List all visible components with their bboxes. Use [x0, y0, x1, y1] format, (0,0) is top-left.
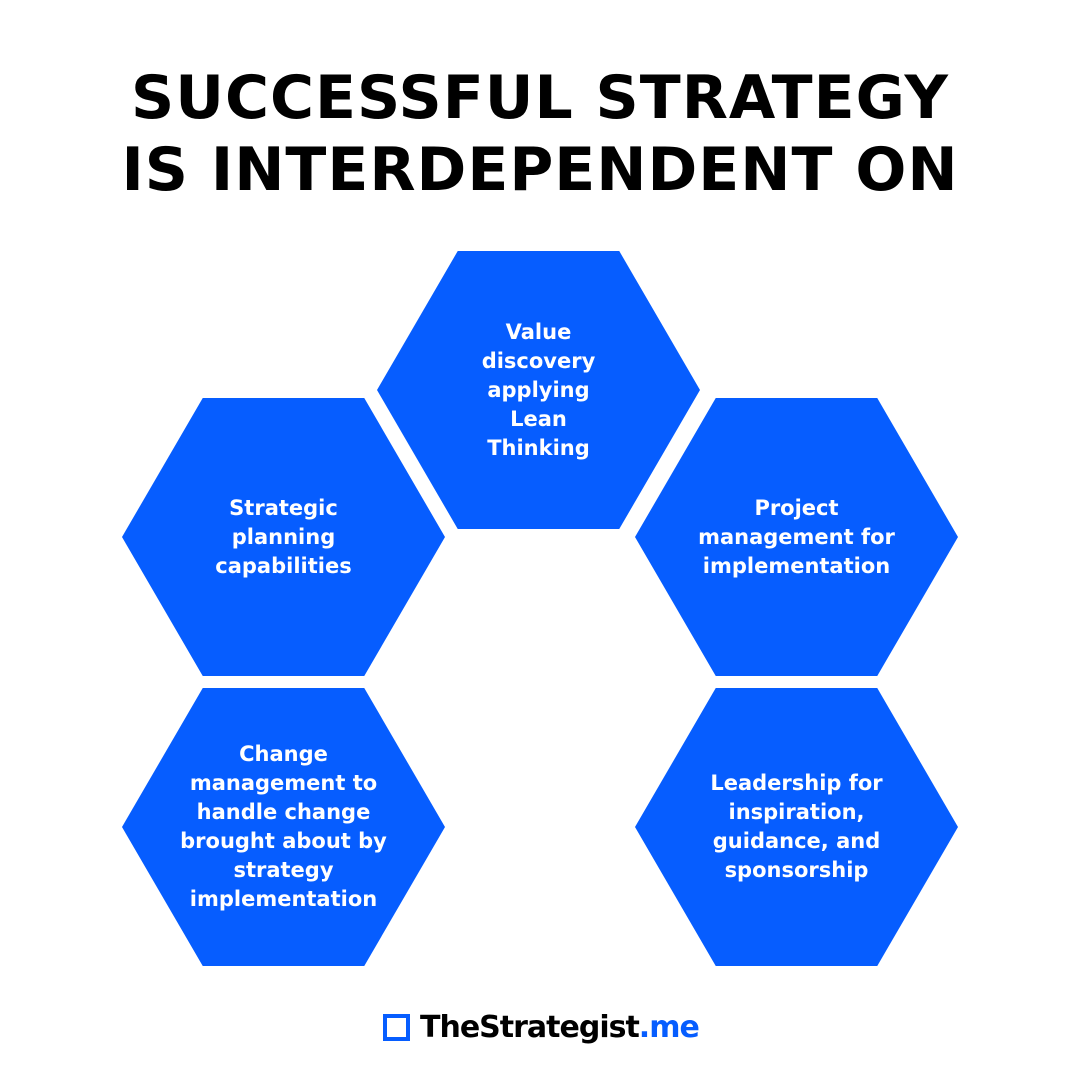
brand-logo: TheStrategist.me: [383, 1010, 700, 1045]
square-outline-icon: [383, 1014, 410, 1041]
hexagon-strategic-planning: Strategic planning capabilities: [122, 398, 445, 676]
title-line-1: SUCCESSFUL STRATEGY: [131, 63, 949, 133]
logo-name: TheStrategist: [420, 1010, 640, 1045]
hexagon-project-management: Project management for implementation: [635, 398, 958, 676]
hexagon-label: Leadership for inspiration, guidance, an…: [710, 771, 883, 882]
hexagon-label: Project management for implementation: [698, 495, 895, 578]
logo-tld: .me: [638, 1010, 700, 1045]
hexagon-label: Change management to handle change broug…: [180, 742, 387, 911]
page-title: SUCCESSFUL STRATEGY IS INTERDEPENDENT ON: [0, 62, 1080, 206]
hexagon-label: Value discovery applying Lean Thinking: [481, 319, 596, 460]
hexagon-change-management: Change management to handle change broug…: [122, 688, 445, 966]
title-line-2: IS INTERDEPENDENT ON: [121, 135, 959, 205]
hexagon-label: Strategic planning capabilities: [215, 495, 352, 578]
hexagon-value-discovery: Value discovery applying Lean Thinking: [377, 251, 700, 529]
hexagon-leadership: Leadership for inspiration, guidance, an…: [635, 688, 958, 966]
